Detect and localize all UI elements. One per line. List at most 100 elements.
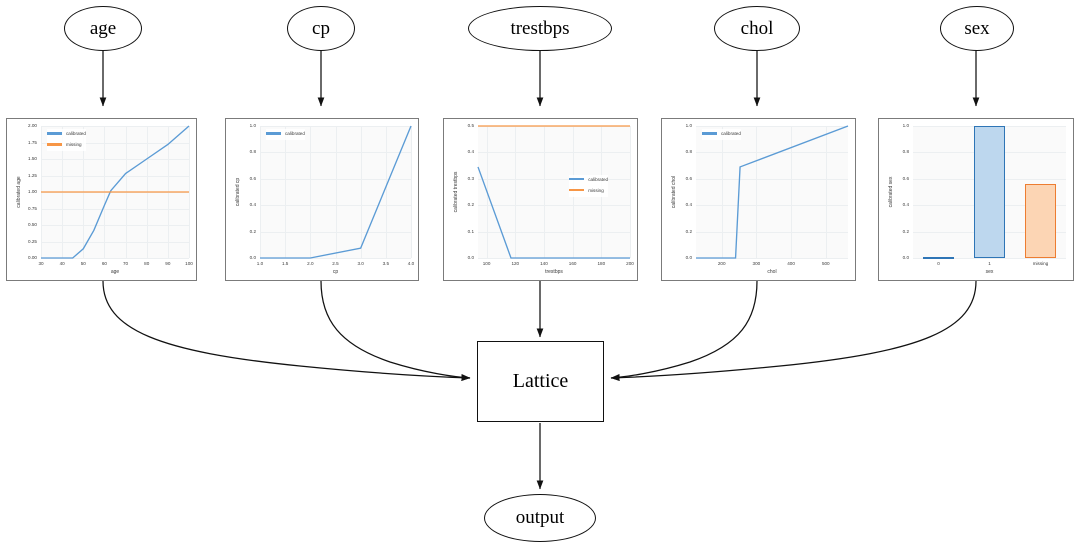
gridline-horizontal <box>696 152 848 154</box>
y-tick-label: 0.75 <box>28 205 37 211</box>
y-tick-label: 1.0 <box>685 123 692 128</box>
x-tick-label: 1 <box>988 261 991 266</box>
node-cp[interactable]: cp <box>287 6 355 51</box>
gridline-vertical <box>630 126 631 258</box>
y-tick-label: 1.00 <box>28 189 37 194</box>
y-tick-label: 1.0 <box>902 123 909 128</box>
gridline-horizontal <box>41 175 189 177</box>
series-calibrated <box>41 125 190 259</box>
gridline-vertical <box>791 126 793 258</box>
gridline-horizontal <box>41 258 189 259</box>
x-tick-label: 0 <box>937 261 940 266</box>
chart-legend: calibrated missing <box>47 129 86 151</box>
y-tick-label: 0.2 <box>467 202 474 208</box>
bar-missing[interactable] <box>1024 184 1057 258</box>
y-tick-label: 1.25 <box>28 172 37 178</box>
x-tick-label: 40 <box>59 261 65 266</box>
bar-0[interactable] <box>922 257 955 259</box>
x-tick-label: 2.5 <box>332 261 339 266</box>
legend-swatch-calibrated <box>47 132 62 135</box>
x-tick-label: 100 <box>185 261 193 266</box>
x-tick-label: 4.0 <box>407 261 415 266</box>
gridline-horizontal <box>913 258 1066 259</box>
legend-label-missing: missing <box>588 187 604 193</box>
legend-label-calibrated: calibrated <box>66 131 86 136</box>
y-axis-title: calibrated trestbps <box>453 171 459 213</box>
y-tick-label: 2.00 <box>28 123 37 128</box>
plot-area-cp <box>260 125 412 259</box>
gridline-vertical <box>260 126 261 258</box>
x-tick-label: 100 <box>482 261 491 266</box>
x-tick-label: 70 <box>123 261 129 266</box>
series-calibrated <box>477 166 630 259</box>
plot-area-sex <box>913 126 1066 259</box>
x-tick-label: 3.5 <box>382 261 390 266</box>
gridline-horizontal <box>41 159 189 160</box>
y-tick-label: 0.6 <box>902 175 909 181</box>
gridline-horizontal <box>478 231 630 233</box>
gridline-horizontal <box>478 205 630 207</box>
gridline-vertical <box>360 126 362 258</box>
series-layer <box>477 125 630 259</box>
legend-row: missing <box>47 140 86 149</box>
x-tick-label: 60 <box>101 261 107 266</box>
x-tick-label: 120 <box>511 261 520 266</box>
plot-area-chol <box>696 125 849 259</box>
legend-swatch-missing <box>47 143 62 146</box>
y-tick-label: 0.5 <box>467 123 474 128</box>
bar-1[interactable] <box>973 126 1006 258</box>
y-tick-label: 0.4 <box>467 149 474 155</box>
y-tick-label: 0.6 <box>685 175 692 181</box>
legend-swatch-calibrated <box>702 132 717 135</box>
legend-row: calibrated <box>569 175 608 184</box>
node-age[interactable]: age <box>64 6 142 51</box>
y-axis-title: calibrated cp <box>235 177 241 207</box>
x-tick-label: 2.0 <box>307 261 314 266</box>
x-tick-label: 140 <box>540 261 548 266</box>
edge-cpplot-to-lattice <box>320 280 471 381</box>
y-axis-title: calibrated sex <box>888 176 894 208</box>
gridline-vertical <box>825 126 827 258</box>
gridline-vertical <box>310 126 312 258</box>
gridline-vertical <box>721 126 723 258</box>
chart-legend: calibrated missing <box>569 174 609 197</box>
x-tick-label: 80 <box>144 261 150 266</box>
legend-label-calibrated: calibrated <box>721 131 741 136</box>
y-tick-label: 0.8 <box>902 149 909 155</box>
gridline-vertical <box>385 126 387 258</box>
legend-row: calibrated <box>702 129 741 138</box>
node-output-label: output <box>515 507 565 528</box>
x-tick-label: missing <box>1032 261 1049 266</box>
y-tick-label: 0.4 <box>249 202 256 208</box>
node-cp-label: cp <box>312 17 330 39</box>
y-tick-label: 0.0 <box>249 255 256 260</box>
gridline-horizontal <box>696 231 848 233</box>
y-axis-title: calibrated age <box>16 176 22 208</box>
node-output[interactable]: output <box>484 494 596 542</box>
node-lattice-label: Lattice <box>512 370 569 392</box>
y-tick-label: 0.1 <box>467 228 474 234</box>
y-tick-label: 0.50 <box>28 222 37 227</box>
node-chol[interactable]: chol <box>714 6 800 51</box>
series-layer <box>696 125 849 259</box>
y-tick-label: 0.6 <box>249 175 256 181</box>
edge-sexplot-to-lattice <box>610 280 977 382</box>
node-sex[interactable]: sex <box>940 6 1014 51</box>
node-lattice[interactable]: Lattice <box>477 341 604 422</box>
x-tick-label: 50 <box>80 261 86 266</box>
x-tick-label: 200 <box>626 261 634 266</box>
chart-legend: calibrated <box>702 129 741 140</box>
gridline-horizontal <box>478 178 630 180</box>
y-tick-label: 0.8 <box>685 149 692 155</box>
y-tick-label: 1.0 <box>249 123 256 128</box>
gridline-vertical <box>515 126 517 258</box>
x-tick-label: 500 <box>821 261 830 266</box>
x-tick-label: 1.0 <box>256 261 264 266</box>
node-trestbps[interactable]: trestbps <box>468 6 612 51</box>
legend-label-missing: missing <box>66 142 82 147</box>
